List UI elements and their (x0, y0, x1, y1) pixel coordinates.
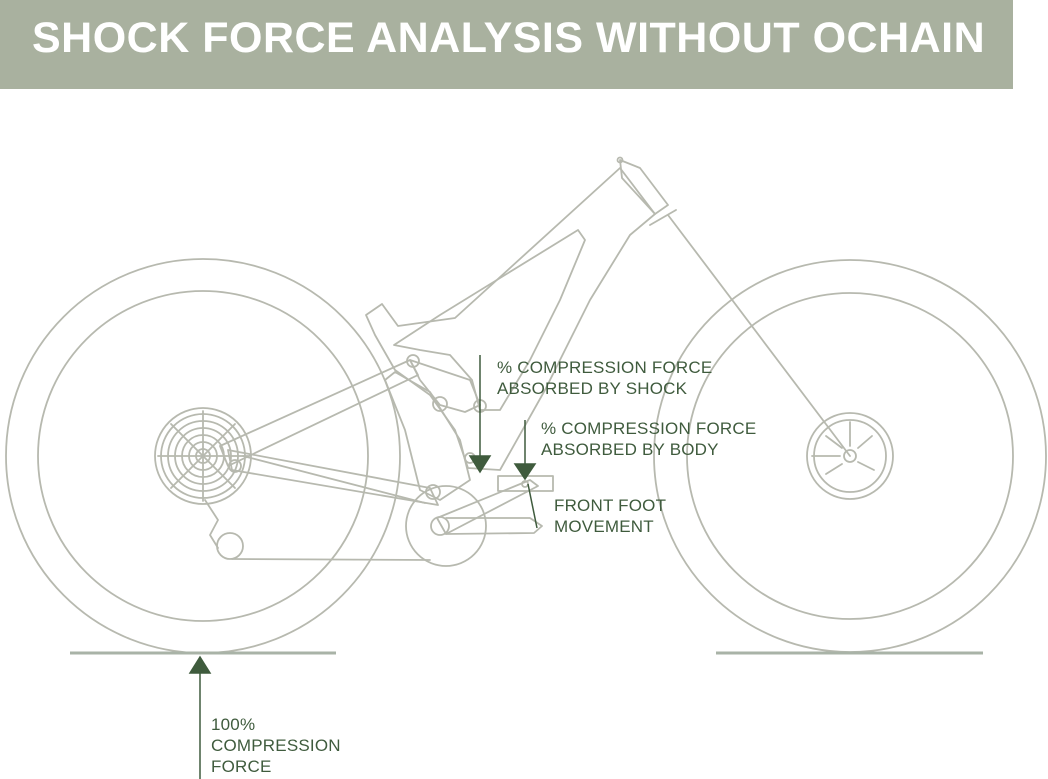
fork (616, 156, 851, 457)
compression-arrow (188, 655, 212, 779)
motor-crank (405, 475, 554, 567)
foot-movement-arrow (527, 483, 538, 529)
body-force-label: % COMPRESSION FORCE ABSORBED BY BODY (541, 419, 757, 459)
body-arrow (513, 420, 537, 481)
compression-force-label: 100% COMPRESSION FORCE (211, 715, 341, 776)
front-foot-label: FRONT FOOT MOVEMENT (554, 496, 667, 536)
frame (365, 167, 656, 501)
shock-arrow (468, 355, 492, 474)
title-banner: SHOCK FORCE ANALYSIS WITHOUT OCHAIN (0, 0, 1013, 89)
rear-wheel (5, 258, 401, 654)
page-title: SHOCK FORCE ANALYSIS WITHOUT OCHAIN (32, 14, 986, 62)
rocker-link (406, 354, 487, 464)
rear-triangle (219, 359, 441, 506)
shock-force-label: % COMPRESSION FORCE ABSORBED BY SHOCK (497, 358, 713, 398)
derailleur-chain (204, 455, 431, 561)
